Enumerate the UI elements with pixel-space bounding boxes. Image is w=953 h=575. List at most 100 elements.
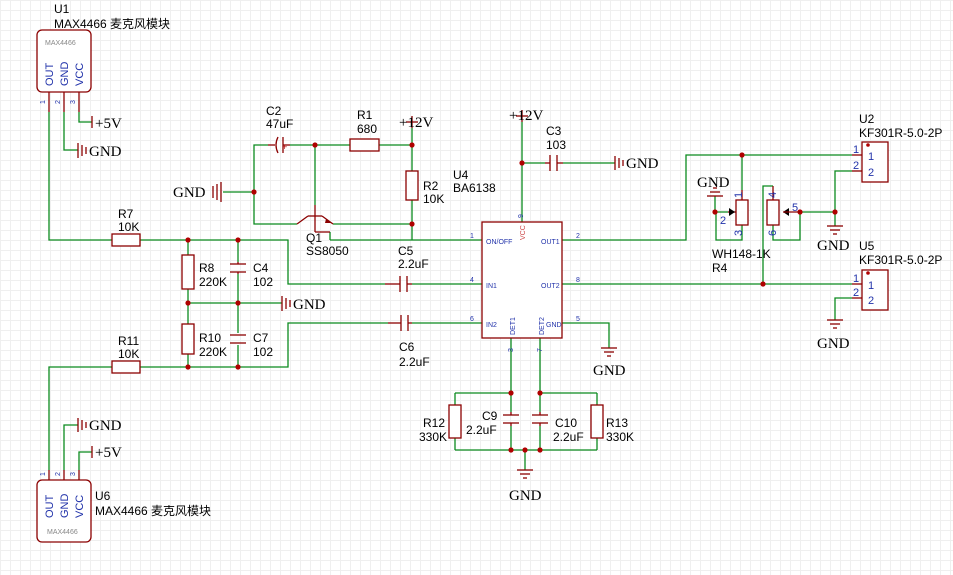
u4-num-7: 7: [537, 348, 544, 352]
power-12v-ic: +12V: [509, 108, 543, 124]
c4-value: 102: [253, 275, 273, 289]
r4-part: WH148-1K: [712, 247, 771, 261]
q1-gnd-label: GND: [173, 185, 206, 201]
capacitor-c4[interactable]: C4 102: [230, 261, 273, 289]
u4-part: BA6138: [453, 181, 496, 195]
wires: [48, 112, 852, 470]
u1-power-5v: +5V: [91, 116, 122, 132]
r4-ref: R4: [712, 261, 728, 275]
u4-ref: U4: [453, 168, 469, 182]
r7-ref: R7: [118, 207, 134, 221]
c7-value: 102: [253, 345, 273, 359]
resistor-r7[interactable]: R7 10K: [111, 207, 141, 247]
c7-ref: C7: [253, 331, 269, 345]
module-u1[interactable]: MAX4466 OUT GND VCC 1 2 3 U1 MAX4466 麦克风…: [36, 2, 170, 112]
resistor-r11[interactable]: R11 10K: [111, 334, 141, 374]
power-12v-left: +12V: [399, 115, 433, 131]
resistor-r2[interactable]: R2 10K: [405, 170, 444, 206]
u4-pin-in2: IN2: [486, 322, 497, 329]
u2-part: KF301R-5.0-2P: [859, 126, 942, 140]
u1-pin-out: OUT: [44, 63, 56, 87]
module-u6[interactable]: MAX4466 OUT GND VCC 1 2 3 U6 MAX4466 麦克风…: [36, 470, 211, 543]
u4-num-5: 5: [576, 316, 580, 323]
u6-pin-out: OUT: [44, 495, 56, 519]
resistor-r12[interactable]: R12 330K: [419, 404, 462, 444]
u4-pin-det2: DET2: [539, 317, 546, 335]
ladder-ground: GND: [281, 296, 326, 313]
potentiometer-r4[interactable]: 1 2 3 4 5 6 WH148-1K R4: [712, 186, 800, 275]
capacitor-c3[interactable]: C3 103: [545, 124, 566, 171]
capacitor-c9[interactable]: C9 2.2uF: [466, 409, 519, 437]
r4-pin-4: 4: [767, 192, 779, 198]
det-ground: GND: [509, 469, 542, 504]
u5-part: KF301R-5.0-2P: [859, 253, 942, 267]
v12-left-label: +12V: [399, 115, 433, 131]
u2-gnd-label: GND: [817, 238, 850, 254]
u6-pin-vcc: VCC: [74, 495, 86, 518]
r4-wiper-left-icon: [729, 208, 735, 216]
c3-value: 103: [546, 138, 566, 152]
q1-ground: GND: [173, 182, 222, 202]
r12-value: 330K: [419, 430, 447, 444]
r4-pin-2: 2: [720, 215, 726, 227]
u6-pin-num-2: 2: [55, 472, 62, 476]
u4-num-2: 2: [576, 233, 580, 240]
u6-gnd-label: GND: [89, 418, 122, 434]
connector-u2[interactable]: U2 KF301R-5.0-2P 1 2 1 2: [852, 112, 942, 183]
u5-pin-label-2: 2: [868, 295, 874, 307]
u1-gnd-label: GND: [89, 144, 122, 160]
junctions: [185, 142, 838, 453]
u4-num-6: 6: [470, 316, 474, 323]
r13-ref: R13: [606, 416, 628, 430]
resistor-r10[interactable]: R10 220K: [181, 323, 227, 359]
u1-pin-num-1: 1: [40, 100, 47, 104]
resistor-r13[interactable]: R13 330K: [590, 404, 634, 444]
u1-ground: GND: [77, 143, 122, 160]
ic-u4[interactable]: U4 BA6138 ON/OFF IN1 IN2 OUT1 OUT2 GND V…: [453, 168, 580, 352]
capacitor-c10[interactable]: C10 2.2uF: [532, 412, 584, 444]
u2-pin-num-2: 2: [853, 160, 859, 172]
r10-value: 220K: [199, 345, 227, 359]
u2-pin-label-1: 1: [868, 151, 874, 163]
c3-ground: GND: [614, 156, 659, 172]
r2-ref: R2: [423, 179, 439, 193]
resistor-r1[interactable]: R1 680: [349, 108, 380, 152]
u4-pin-gnd: GND: [546, 322, 562, 329]
r4-pin-1: 1: [733, 192, 745, 198]
u5-pin-num-2: 2: [853, 287, 859, 299]
u4-num-4: 4: [470, 277, 474, 284]
u1-supply-label: +5V: [95, 116, 122, 132]
resistor-r8[interactable]: R8 220K: [181, 254, 227, 290]
u1-pin-num-2: 2: [55, 100, 62, 104]
capacitor-c2[interactable]: + C2 47uF: [266, 104, 293, 154]
r2-value: 10K: [423, 192, 444, 206]
u4-num-8: 8: [576, 277, 580, 284]
r11-ref: R11: [118, 334, 139, 348]
u6-chip-label: MAX4466: [47, 529, 78, 536]
capacitor-c5[interactable]: C5 2.2uF: [385, 244, 429, 292]
connector-u5[interactable]: U5 KF301R-5.0-2P 1 2 1 2: [852, 239, 942, 311]
u6-pin-gnd: GND: [59, 494, 71, 519]
c3-ref: C3: [546, 124, 562, 138]
c9-ref: C9: [482, 409, 498, 423]
ic-gnd-label: GND: [593, 363, 626, 379]
transistor-q1[interactable]: Q1 SS8050: [296, 205, 349, 258]
u6-name: MAX4466 麦克风模块: [95, 504, 211, 518]
ic-ground: GND: [593, 347, 626, 379]
u6-power-5v: +5V: [91, 445, 122, 461]
v12-ic-label: +12V: [509, 108, 543, 124]
u4-pin-out2: OUT2: [541, 283, 560, 290]
c9-value: 2.2uF: [466, 423, 497, 437]
u4-pin-in1: IN1: [486, 283, 497, 290]
r4-pin-6: 6: [767, 230, 779, 236]
capacitor-c7[interactable]: C7 102: [230, 331, 273, 359]
u1-pin-vcc: VCC: [74, 63, 86, 86]
r4-pin-3: 3: [733, 230, 745, 236]
r8-value: 220K: [199, 275, 227, 289]
r10-ref: R10: [199, 331, 221, 345]
c10-ref: C10: [555, 416, 577, 430]
u4-pin-vcc: VCC: [520, 225, 527, 240]
capacitor-c6[interactable]: C6 2.2uF: [388, 315, 430, 369]
